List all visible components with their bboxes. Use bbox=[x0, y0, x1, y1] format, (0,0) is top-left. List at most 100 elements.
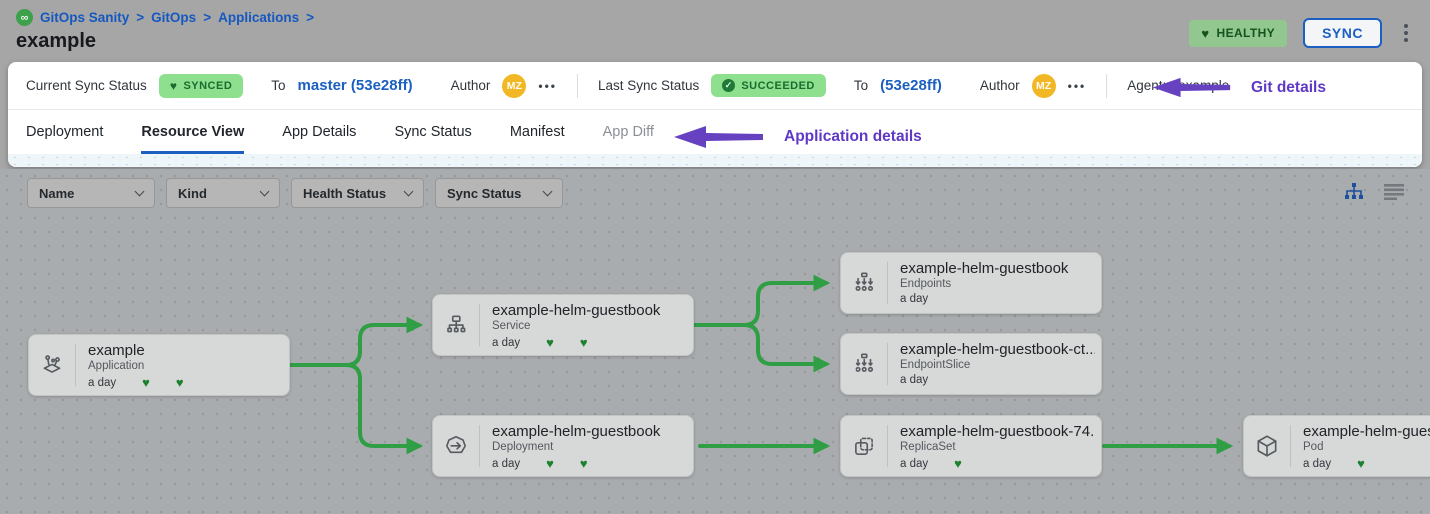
git-details-bar: Current Sync Status ♥ SYNCED To master (… bbox=[8, 62, 1422, 110]
author-label: Author bbox=[450, 78, 491, 93]
node-age: a day bbox=[1303, 457, 1332, 470]
breadcrumb-separator: > bbox=[203, 10, 212, 25]
node-title: example-helm-guestbook-74... bbox=[900, 423, 1095, 440]
healthy-heart-icon: ♥ bbox=[579, 335, 588, 350]
current-revision-link[interactable]: master (53e28ff) bbox=[297, 77, 413, 94]
tab-app-diff[interactable]: App Diff bbox=[602, 124, 654, 140]
to-label: To bbox=[271, 78, 286, 93]
node-age: a day bbox=[900, 374, 929, 386]
pod-icon bbox=[1244, 416, 1290, 476]
list-view-toggle-icon[interactable] bbox=[1384, 184, 1404, 200]
succeeded-badge: ✓ SUCCEEDED bbox=[711, 74, 826, 97]
node-endpoints-example-helm-guestbook[interactable]: example-helm-guestbook Endpoints a day bbox=[840, 252, 1102, 314]
to-label: To bbox=[853, 78, 869, 93]
node-kind: Pod bbox=[1303, 441, 1324, 453]
filter-health-status-dropdown[interactable]: Health Status bbox=[291, 178, 424, 208]
tab-sync-status[interactable]: Sync Status bbox=[394, 124, 472, 140]
author-avatar: MZ bbox=[502, 73, 527, 98]
healthy-heart-icon: ♥ bbox=[1357, 456, 1365, 471]
edge-service-to-endpointslice bbox=[692, 323, 831, 373]
node-title: example-helm-guestbook-ct... bbox=[900, 341, 1095, 358]
node-title: example-helm-guestbook bbox=[492, 423, 661, 440]
node-age: a day bbox=[492, 457, 521, 470]
node-pod-example-helm-guestbook[interactable]: example-helm-guest Pod a day ♥ bbox=[1243, 415, 1430, 477]
heart-icon: ♥ bbox=[169, 78, 178, 93]
purple-arrow-left-icon bbox=[674, 126, 763, 148]
healthy-heart-icon: ♥ bbox=[954, 456, 962, 471]
application-details-annotation-label: Application details bbox=[784, 128, 922, 145]
node-age: a day bbox=[88, 376, 117, 389]
healthy-heart-icon: ♥ bbox=[579, 456, 588, 471]
synced-badge-label: SYNCED bbox=[183, 79, 233, 92]
more-options-kebab-icon[interactable] bbox=[1398, 20, 1414, 46]
author-avatar: MZ bbox=[1031, 73, 1056, 98]
heart-icon: ♥ bbox=[1201, 25, 1210, 41]
node-kind: ReplicaSet bbox=[900, 441, 956, 453]
node-age: a day bbox=[900, 457, 929, 470]
node-deployment-example-helm-guestbook[interactable]: example-helm-guestbook Deployment a day … bbox=[432, 415, 694, 477]
node-age: a day bbox=[492, 336, 521, 349]
current-sync-status-label: Current Sync Status bbox=[26, 78, 147, 93]
divider bbox=[577, 73, 578, 98]
health-status-badge: ♥ HEALTHY bbox=[1189, 19, 1288, 47]
git-details-annotation-label: Git details bbox=[1251, 78, 1326, 96]
healthy-heart-icon: ♥ bbox=[546, 335, 554, 350]
tab-manifest[interactable]: Manifest bbox=[509, 124, 565, 140]
check-circle-icon: ✓ bbox=[722, 79, 736, 92]
endpointslice-icon bbox=[841, 334, 887, 394]
node-kind: Service bbox=[492, 320, 531, 332]
commit-message-ellipsis[interactable]: ••• bbox=[1067, 78, 1087, 93]
commit-message-ellipsis[interactable]: ••• bbox=[538, 78, 557, 93]
endpoints-icon bbox=[841, 253, 887, 313]
node-endpointslice-example-helm-guestbook[interactable]: example-helm-guestbook-ct... EndpointSli… bbox=[840, 333, 1102, 395]
node-kind: Endpoints bbox=[900, 278, 952, 290]
node-replicaset-example-helm-guestbook[interactable]: example-helm-guestbook-74... ReplicaSet … bbox=[840, 415, 1102, 477]
divider bbox=[1106, 73, 1108, 98]
gitops-logo-icon: ∞ bbox=[16, 9, 33, 26]
edge-service-to-endpoints bbox=[692, 274, 831, 327]
filter-kind-dropdown[interactable]: Kind bbox=[166, 178, 280, 208]
breadcrumb-project[interactable]: GitOps Sanity bbox=[40, 10, 130, 25]
tab-app-details[interactable]: App Details bbox=[282, 124, 357, 140]
tab-resource-view[interactable]: Resource View bbox=[141, 110, 244, 154]
deployment-icon bbox=[433, 416, 479, 476]
node-age: a day bbox=[900, 293, 929, 305]
node-kind: Application bbox=[88, 360, 145, 372]
replicaset-icon bbox=[841, 416, 887, 476]
author-label: Author bbox=[979, 78, 1020, 93]
filter-name-dropdown[interactable]: Name bbox=[27, 178, 155, 208]
health-badge-label: HEALTHY bbox=[1216, 26, 1276, 40]
succeeded-badge-label: SUCCEEDED bbox=[741, 79, 815, 92]
breadcrumb-separator: > bbox=[136, 10, 145, 25]
canvas-peek-strip bbox=[8, 154, 1422, 167]
healthy-heart-icon: ♥ bbox=[175, 375, 184, 390]
node-service-example-helm-guestbook[interactable]: example-helm-guestbook Service a day ♥ ♥ bbox=[432, 294, 694, 356]
application-details-card: Current Sync Status ♥ SYNCED To master (… bbox=[8, 62, 1422, 167]
purple-arrow-left-icon bbox=[1152, 77, 1231, 98]
synced-badge: ♥ SYNCED bbox=[158, 73, 244, 98]
edge-example-to-deployment bbox=[288, 363, 424, 455]
tab-deployment[interactable]: Deployment bbox=[26, 124, 104, 140]
sync-button[interactable]: SYNC bbox=[1303, 18, 1382, 48]
resource-tree-canvas[interactable]: Name Kind Health Status Sync Status bbox=[0, 169, 1430, 514]
healthy-heart-icon: ♥ bbox=[142, 375, 150, 390]
agent-label: Agent: bbox=[1127, 78, 1167, 93]
last-revision-link[interactable]: (53e28ff) bbox=[880, 77, 942, 94]
node-title: example-helm-guestbook bbox=[900, 260, 1069, 277]
resource-tree-edges bbox=[288, 274, 1234, 455]
node-application-example[interactable]: example Application a day ♥ ♥ bbox=[28, 334, 290, 396]
app-tabs: Deployment Resource View App Details Syn… bbox=[8, 110, 1422, 154]
application-details-annotation: Application details bbox=[672, 125, 922, 149]
breadcrumb-module[interactable]: GitOps bbox=[151, 10, 197, 25]
top-header: ∞ GitOps Sanity > GitOps > Applications … bbox=[0, 0, 1430, 62]
last-sync-status-label: Last Sync Status bbox=[598, 78, 700, 93]
node-title: example-helm-guest bbox=[1303, 423, 1430, 440]
node-kind: Deployment bbox=[492, 441, 554, 453]
edge-example-to-service bbox=[288, 316, 424, 367]
filter-sync-status-dropdown[interactable]: Sync Status bbox=[435, 178, 563, 208]
application-icon bbox=[29, 335, 75, 395]
node-title: example bbox=[88, 342, 145, 359]
resource-filters: Name Kind Health Status Sync Status bbox=[27, 178, 563, 208]
tree-view-toggle-icon[interactable] bbox=[1344, 183, 1364, 201]
breadcrumb-applications[interactable]: Applications bbox=[218, 10, 300, 25]
